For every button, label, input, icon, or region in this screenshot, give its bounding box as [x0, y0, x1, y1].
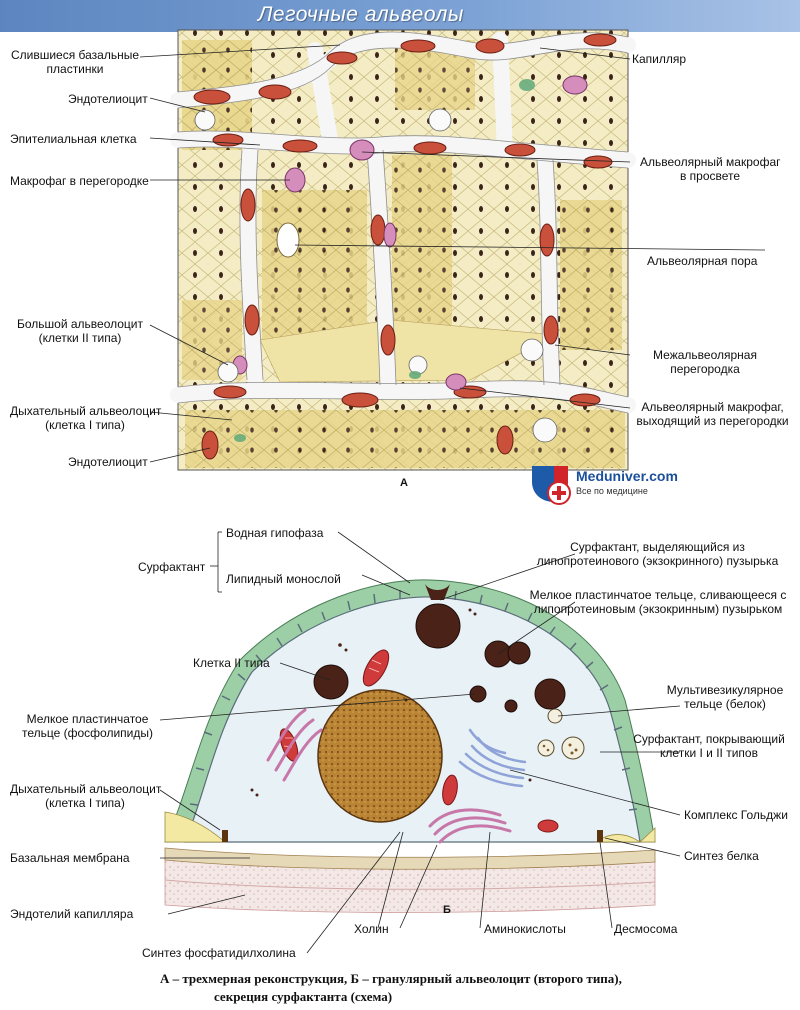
panel-b-drawing: [164, 579, 656, 913]
caption-line-1: А – трехмерная реконструкция, Б – гранул…: [160, 971, 622, 986]
label-lamellar-merging: Мелкое пластинчатое тельце, сливающееся …: [529, 588, 787, 616]
label-macrophage-exiting: Альвеолярный макрофаг, выходящий из пере…: [636, 400, 789, 428]
label-type2-cell: Клетка II типа: [193, 656, 270, 670]
label-alveolar-pore: Альвеолярная пора: [647, 254, 758, 268]
label-capillary-endothelium: Эндотелий капилляра: [10, 907, 134, 921]
page-title: Легочные альвеолы: [258, 3, 464, 26]
panel-b-leaders: [159, 531, 681, 954]
shield-cross-icon: [532, 466, 571, 505]
label-desmosome: Десмосома: [614, 922, 678, 936]
label-golgi: Комплекс Гольджи: [684, 808, 788, 822]
label-amino-acids: Аминокислоты: [484, 922, 566, 936]
label-basal-membrane: Базальная мембрана: [10, 851, 130, 865]
label-choline: Холин: [354, 922, 389, 936]
label-small-lamellar: Мелкое пластинчатое тельце (фосфолипиды): [22, 712, 153, 740]
label-fused-basal: Слившиеся базальные пластинки: [10, 48, 140, 76]
panel-b-letter: Б: [443, 904, 451, 916]
label-resp-alveolocyte-a: Дыхательный альвеолоцит (клетка I типа): [10, 404, 162, 432]
logo-tagline: Все по медицине: [576, 486, 648, 496]
label-endotheliocyte-top: Эндотелиоцит: [68, 92, 148, 106]
label-multivesicular: Мультивезикулярное тельце (белок): [666, 683, 784, 711]
label-endotheliocyte-bottom: Эндотелиоцит: [68, 455, 148, 469]
title-bar: Легочные альвеолы: [0, 0, 800, 32]
label-protein-synthesis: Синтез белка: [684, 849, 759, 863]
logo-name: Meduniver.com: [576, 468, 678, 484]
label-large-alveolocyte: Большой альвеолоцит (клетки II типа): [16, 317, 143, 345]
label-phosphatidylcholine: Синтез фосфатидилхолина: [142, 946, 296, 960]
label-macrophage-septum: Макрофаг в перегородке: [10, 174, 149, 188]
label-epithelial-cell: Эпителиальная клетка: [10, 132, 137, 146]
panel-a-letter: А: [400, 477, 408, 489]
label-interalveolar-septum: Межальвеолярная перегородка: [653, 348, 757, 376]
label-lipid-monolayer: Липидный монослой: [226, 572, 341, 586]
site-logo[interactable]: Meduniver.com Все по медицине: [528, 462, 698, 510]
label-surfactant-covering: Сурфактант, покрывающий клетки I и II ти…: [633, 732, 785, 760]
panel-a-leaders: [139, 44, 766, 463]
label-capillary: Капилляр: [632, 52, 687, 66]
label-macrophage-lumen: Альвеолярный макрофаг в просвете: [640, 155, 781, 183]
panel-a-drawing: [170, 29, 636, 471]
label-aqueous-hypophase: Водная гипофаза: [226, 526, 324, 540]
label-surfactant-secreted: Сурфактант, выделяющийся из липопротеино…: [536, 540, 779, 568]
label-resp-alveolocyte-b: Дыхательный альвеолоцит (клетка I типа): [10, 782, 162, 810]
caption-line-2: секреция сурфактанта (схема): [214, 989, 393, 1004]
label-surfactant: Сурфактант: [138, 560, 206, 574]
